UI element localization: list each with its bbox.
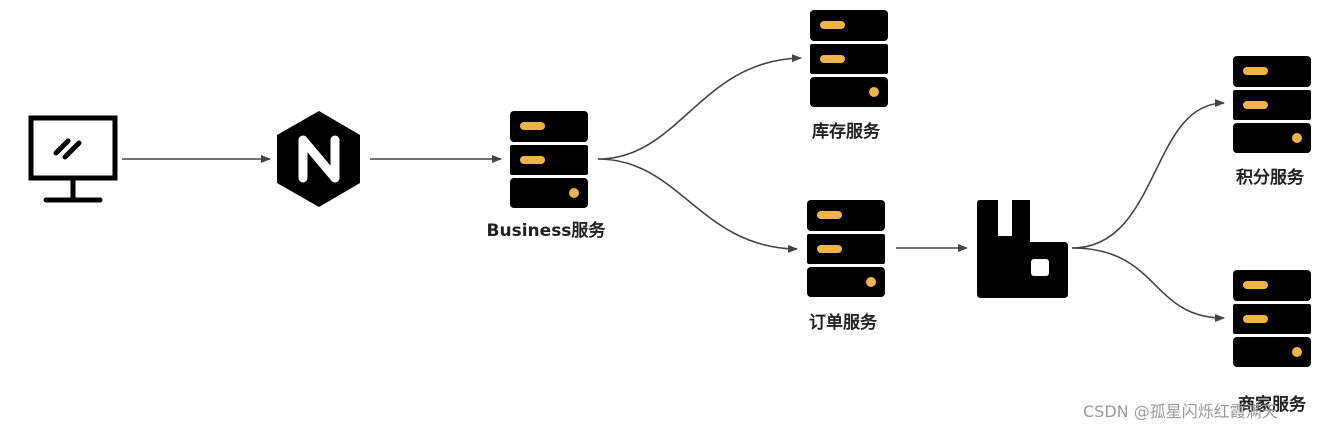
nginx-icon — [277, 111, 360, 207]
inventory-label: 库存服务 — [812, 122, 880, 142]
business-label: Business服务 — [486, 221, 606, 241]
monitor-icon — [28, 115, 118, 203]
server-icon-inventory — [810, 10, 888, 107]
rabbitmq-icon — [977, 200, 1068, 298]
server-icon-points — [1233, 56, 1311, 153]
edge-business-order — [597, 158, 798, 253]
merchant-label: 商家服务 — [1238, 395, 1306, 415]
points-label: 积分服务 — [1236, 168, 1304, 188]
edge-business-inventory — [597, 54, 802, 160]
edge-mq-merchant — [1071, 247, 1225, 322]
watermark: CSDN @孤星闪烁红霞满天 — [1083, 402, 1278, 421]
server-icon-merchant — [1233, 270, 1311, 367]
server-icon-order — [807, 200, 885, 297]
order-label: 订单服务 — [809, 313, 877, 333]
edge-mq-points — [1071, 99, 1225, 249]
server-icon-business — [510, 111, 588, 208]
